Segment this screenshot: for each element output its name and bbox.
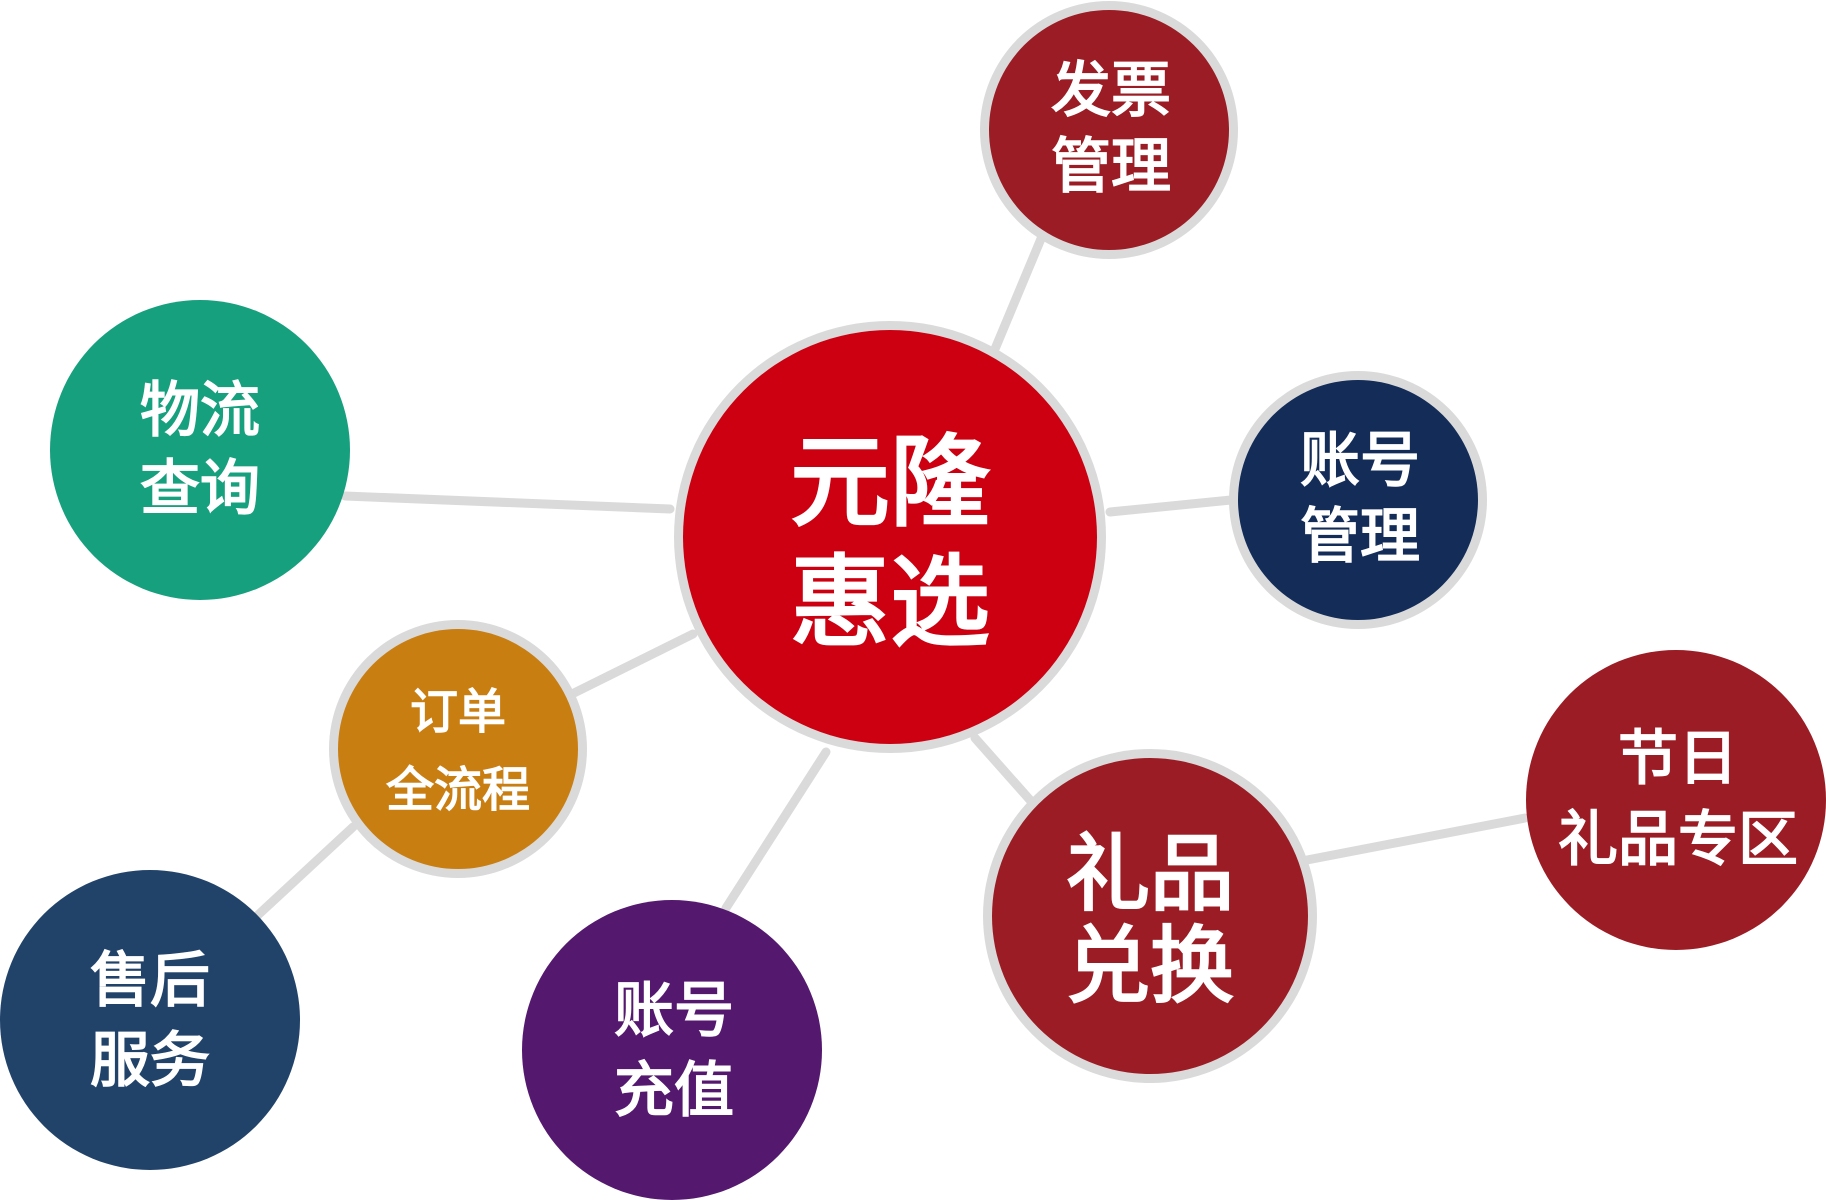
node-after-sales-line2: 服务 [90,1026,210,1096]
node-account-mgmt-circle [1238,380,1478,620]
connector-account-mgmt [1105,495,1236,517]
connector-invoice [990,229,1048,354]
node-account-recharge-line2: 充值 [614,1056,734,1126]
node-account-recharge-line1: 账号 [614,976,734,1046]
connector-gift-exchange [970,733,1035,805]
center-node-label-line1: 元隆 [790,424,991,541]
node-logistics: 物流 查询 [50,300,350,600]
node-gift-exchange-line2: 兑换 [1066,917,1234,1015]
connector-logistics [340,491,675,514]
node-account-mgmt-line2: 管理 [1300,502,1420,572]
node-after-sales-line1: 售后 [90,946,210,1016]
node-account-mgmt-line1: 账号 [1300,426,1420,496]
node-invoice-circle [989,10,1229,250]
node-invoice-line1: 发票 [1051,56,1171,126]
connector-after-sales [253,822,358,920]
center-node-label-line2: 惠选 [790,544,990,661]
node-holiday-gifts-line1: 节日 [1618,724,1738,794]
connector-account-recharge [721,747,831,913]
node-after-sales: 售后 服务 [0,870,300,1170]
node-logistics-circle [50,300,350,600]
center-node: 元隆 惠选 [674,321,1106,753]
node-account-mgmt: 账号 管理 [1229,371,1487,629]
node-gift-exchange: 礼品 兑换 [983,749,1317,1083]
connector-order-flow [567,629,698,699]
node-order-flow-circle [338,629,578,869]
connector-holiday-gifts [1302,813,1530,865]
node-holiday-gifts-circle [1526,650,1826,950]
node-order-flow-line1: 订单 [410,684,506,740]
node-holiday-gifts: 节日 礼品专区 [1526,650,1826,950]
node-logistics-line1: 物流 [140,376,260,446]
node-holiday-gifts-line2: 礼品专区 [1558,805,1798,875]
node-after-sales-circle [0,870,300,1170]
node-order-flow-line2: 全流程 [385,762,530,818]
node-invoice-line2: 管理 [1051,132,1171,202]
node-account-recharge: 账号 充值 [522,900,822,1200]
node-logistics-line2: 查询 [140,454,260,524]
center-node-circle [683,330,1097,744]
connectors [253,229,1530,920]
node-gift-exchange-line1: 礼品 [1066,825,1234,923]
node-account-recharge-circle [522,900,822,1200]
node-order-flow: 订单 全流程 [329,620,587,878]
node-gift-exchange-circle [992,758,1308,1074]
node-invoice: 发票 管理 [980,1,1238,259]
